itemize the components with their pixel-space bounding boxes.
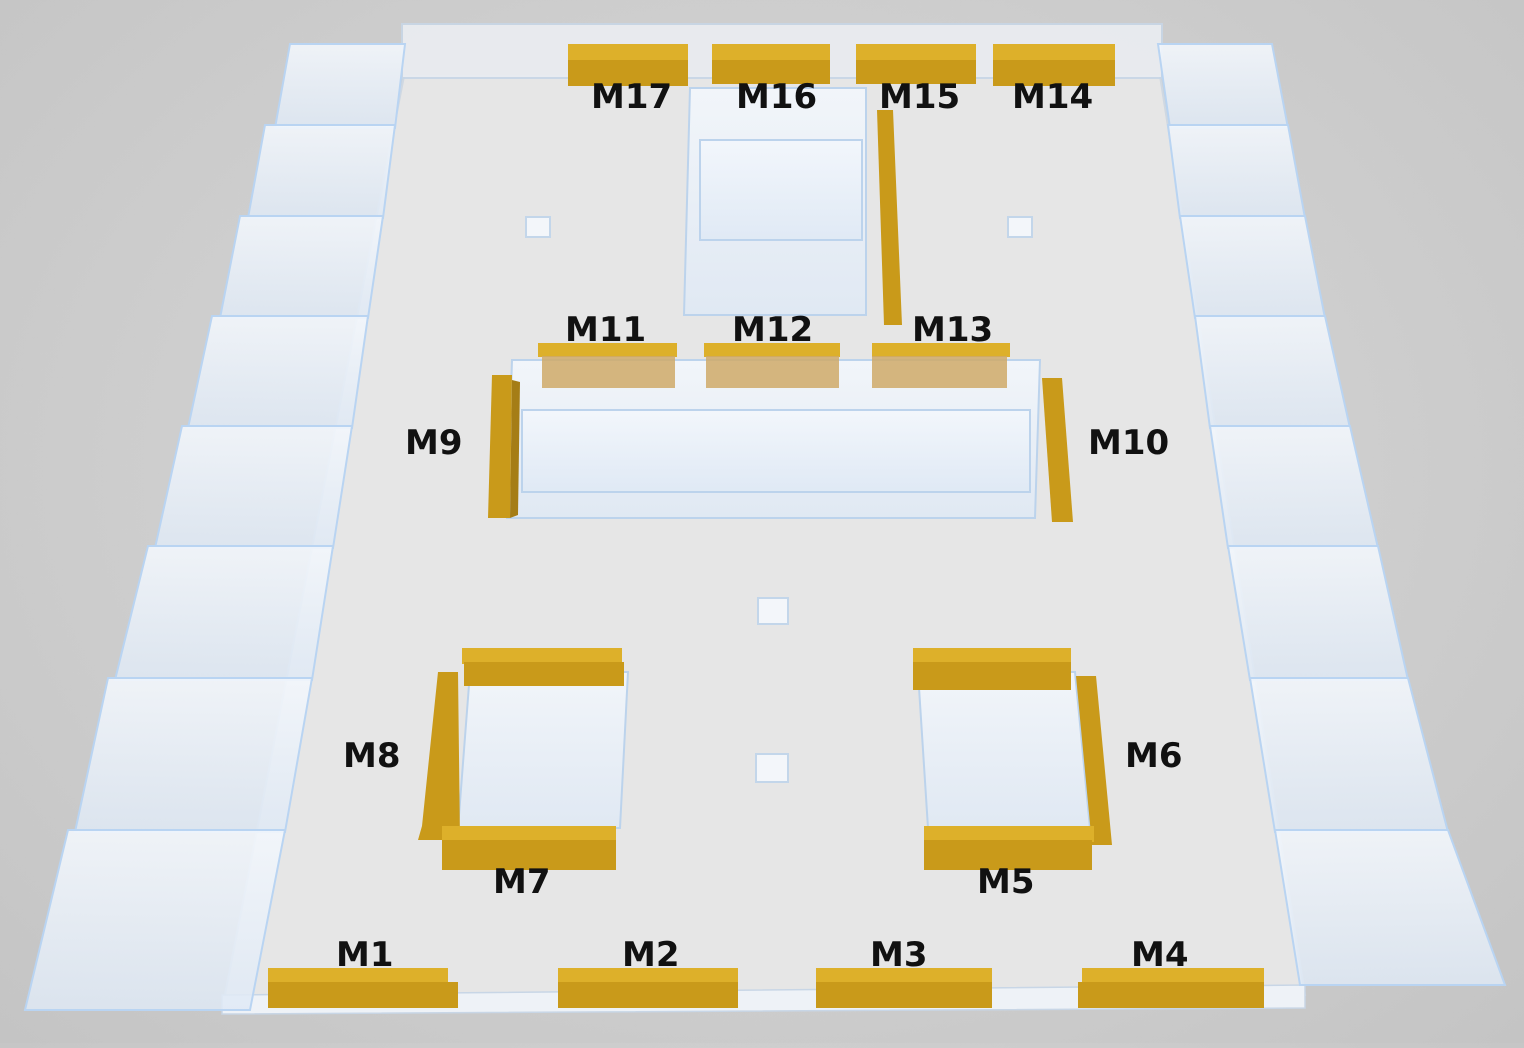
module-m14[interactable]	[993, 44, 1115, 86]
module-m13[interactable]	[872, 343, 1010, 388]
module-m7[interactable]	[442, 826, 616, 870]
left-enclosure-glass	[456, 671, 630, 829]
vertical-divider-module[interactable]	[877, 110, 902, 325]
label-m2: M2	[622, 935, 680, 975]
label-m12: M12	[732, 310, 814, 350]
label-m10: M10	[1088, 423, 1170, 463]
label-m9: M9	[405, 423, 463, 463]
module-m6[interactable]	[1076, 676, 1112, 845]
label-m8: M8	[343, 736, 401, 776]
label-m3: M3	[870, 935, 928, 975]
upper-glass-structure	[682, 87, 867, 316]
module-m1[interactable]	[268, 968, 458, 1008]
label-m5: M5	[977, 862, 1035, 902]
module-m12[interactable]	[704, 343, 840, 388]
label-m14: M14	[1012, 77, 1094, 117]
pillars	[525, 216, 1033, 783]
label-m6: M6	[1125, 736, 1183, 776]
label-m16: M16	[736, 77, 818, 117]
module-m3[interactable]	[816, 968, 992, 1008]
module-m8-top[interactable]	[462, 648, 624, 686]
module-m8[interactable]	[418, 672, 460, 840]
label-m13: M13	[912, 310, 994, 350]
label-m11: M11	[565, 310, 647, 350]
label-m4: M4	[1131, 935, 1189, 975]
label-m7: M7	[493, 862, 551, 902]
module-m10[interactable]	[1042, 378, 1073, 522]
module-m4[interactable]	[1078, 968, 1264, 1008]
module-m5[interactable]	[924, 826, 1094, 870]
module-m17[interactable]	[568, 44, 688, 86]
right-enclosure-glass	[916, 671, 1092, 829]
label-m1: M1	[336, 935, 394, 975]
module-m9[interactable]	[488, 375, 520, 518]
module-m6-top[interactable]	[913, 648, 1071, 690]
module-m16[interactable]	[712, 44, 830, 84]
module-m11[interactable]	[538, 343, 677, 388]
label-m15: M15	[879, 77, 961, 117]
left-cabinet-row	[23, 43, 407, 1011]
right-cabinet-row	[1156, 43, 1507, 986]
module-m15[interactable]	[856, 44, 976, 84]
module-m2[interactable]	[558, 968, 738, 1008]
label-m17: M17	[591, 77, 673, 117]
